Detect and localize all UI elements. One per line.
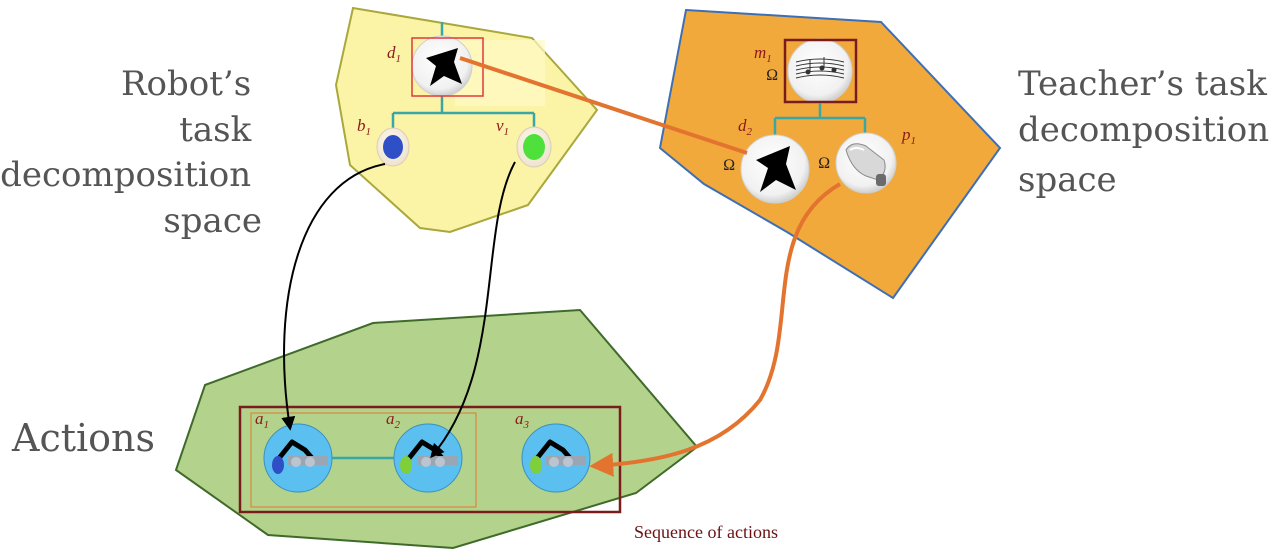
b1-to-a1-arrow	[281, 163, 386, 431]
node-v1: v1	[496, 116, 552, 168]
v1-to-a2-arrow	[430, 161, 516, 459]
node-d1: d1	[387, 35, 484, 97]
blue-dot-icon	[383, 135, 403, 159]
robot-tree-connector	[391, 92, 536, 130]
action-node-a1: a1	[255, 409, 333, 493]
loop-icon: Ω	[766, 67, 778, 84]
node-b1: b1	[357, 116, 410, 167]
svg-text:b1: b1	[357, 116, 371, 138]
sequence-of-actions-box	[238, 405, 622, 514]
green-dot-icon	[523, 134, 545, 160]
svg-text:a2: a2	[386, 409, 401, 431]
black-shape-icon	[426, 48, 462, 86]
m1-highlight-box	[783, 38, 858, 104]
sequence-inner-box	[250, 412, 477, 508]
action-node-a3: a3	[515, 409, 591, 493]
robot-arm-icon	[530, 439, 586, 474]
teacher-space-label: Teacher’s task decomposition space	[1018, 64, 1279, 200]
bottle-icon	[845, 143, 886, 186]
svg-text:v1: v1	[496, 116, 509, 138]
svg-text:p1: p1	[901, 125, 916, 147]
loop-icon: Ω	[723, 157, 735, 174]
svg-text:a1: a1	[255, 409, 269, 431]
sequence-caption: Sequence of actions	[634, 522, 778, 542]
svg-text:m1: m1	[754, 43, 772, 65]
black-shape-icon	[756, 146, 796, 192]
sheet-music-icon	[795, 57, 845, 79]
robot-arm-icon	[272, 439, 328, 474]
d1-to-d2-correspondence-line	[459, 56, 748, 155]
svg-text:d2: d2	[738, 116, 753, 138]
robot-space-label: Robot’s task decomposition space	[0, 64, 262, 241]
node-d2: d2 Ω	[723, 116, 810, 204]
node-p1: p1 Ω	[818, 125, 916, 194]
teacher-tree-connector	[773, 100, 867, 135]
svg-text:a3: a3	[515, 409, 530, 431]
actions-label: Actions	[11, 416, 155, 460]
teacher-task-space-region	[658, 8, 1002, 300]
node-m1: m1 Ω	[754, 38, 858, 104]
loop-icon: Ω	[818, 155, 830, 172]
p1-to-a3-arrow	[589, 182, 841, 477]
svg-text:d1: d1	[387, 43, 401, 65]
